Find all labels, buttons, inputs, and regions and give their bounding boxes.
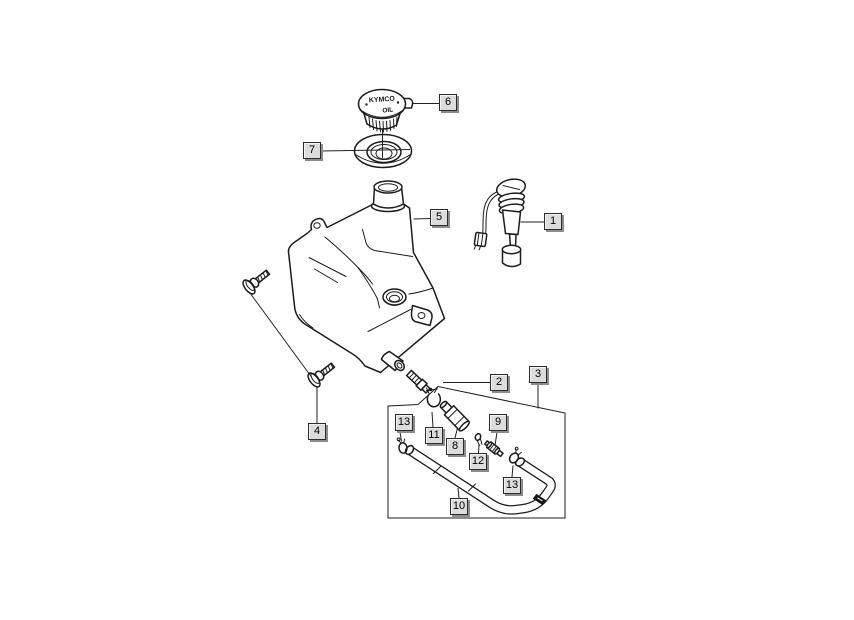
callout-6[interactable]: 6 <box>439 94 457 111</box>
callout-2[interactable]: 2 <box>490 374 508 391</box>
callout-11[interactable]: 11 <box>425 427 443 444</box>
oil-tank-drawing <box>287 180 446 374</box>
clamp-13-left-drawing <box>396 437 408 454</box>
callout-8[interactable]: 8 <box>446 438 464 455</box>
cap-oil-text: OIL <box>382 106 394 114</box>
bolt-drawing-2 <box>307 362 336 388</box>
callout-9[interactable]: 9 <box>489 414 507 431</box>
callout-5[interactable]: 5 <box>430 209 448 226</box>
bolt-drawing-1 <box>242 269 271 295</box>
clamp-11-drawing <box>426 387 442 408</box>
callout-3[interactable]: 3 <box>529 366 547 383</box>
callout-4[interactable]: 4 <box>308 423 326 440</box>
joint-9-drawing <box>484 440 504 458</box>
hose-assembly-box <box>387 385 566 519</box>
callout-13-left[interactable]: 13 <box>395 414 413 431</box>
callout-1[interactable]: 1 <box>544 213 562 230</box>
oil-cap-drawing: KYMCO OIL <box>357 88 414 133</box>
clip-12-drawing <box>474 432 483 446</box>
callout-10[interactable]: 10 <box>450 498 468 515</box>
clamp-13-right-drawing <box>508 446 522 464</box>
callout-13-right[interactable]: 13 <box>503 477 521 494</box>
callout-7[interactable]: 7 <box>303 142 321 159</box>
joint-8-drawing <box>439 400 471 432</box>
fitting-2-drawing <box>405 369 431 394</box>
hose-10-drawing <box>404 444 556 515</box>
callout-12[interactable]: 12 <box>469 453 487 470</box>
cap-brand-text: KYMCO <box>369 96 396 105</box>
level-sensor-drawing <box>473 178 527 268</box>
